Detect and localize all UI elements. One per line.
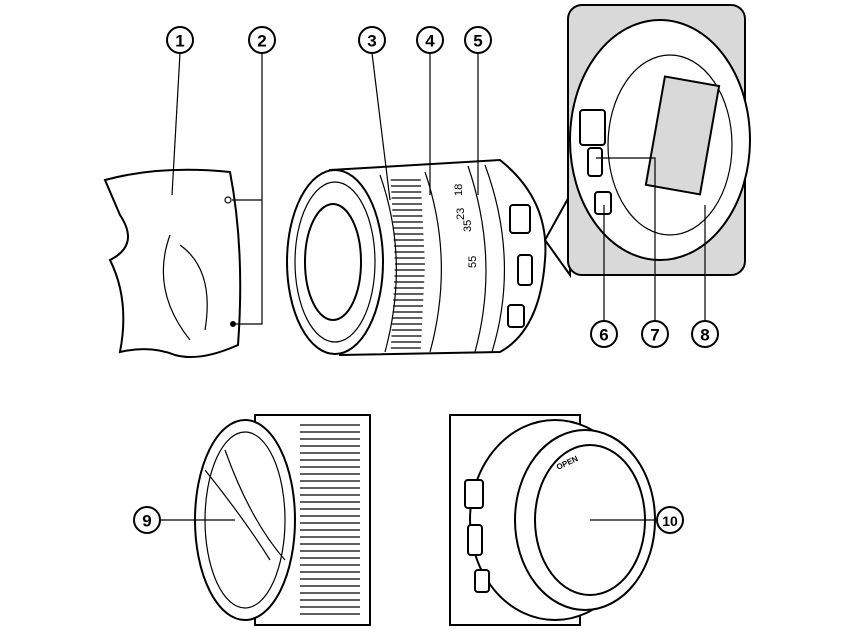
- aperture-switch[interactable]: [509, 204, 531, 234]
- lens-body: 18 23 35 55: [286, 158, 547, 357]
- front-lens-cap-view: [194, 414, 371, 626]
- ois-switch[interactable]: [517, 254, 533, 286]
- callout-7: 7: [641, 320, 669, 348]
- callout-number: 2: [257, 32, 266, 51]
- callout-number: 5: [473, 32, 482, 51]
- callout-10: 10: [656, 506, 684, 534]
- callout-1: 1: [166, 26, 194, 54]
- callout-number: 6: [599, 326, 608, 345]
- zoom-ring[interactable]: [390, 179, 425, 349]
- callout-number: 8: [700, 326, 709, 345]
- focal-mark-18: 18: [453, 184, 465, 196]
- hood-index-filled-dot: [230, 321, 236, 327]
- callout-number: 9: [142, 512, 151, 531]
- leader-lines: [160, 52, 706, 521]
- callout-number: 10: [662, 513, 678, 529]
- aperture-contacts: [587, 147, 603, 177]
- focal-mark-55: 55: [467, 256, 479, 268]
- callout-number: 4: [425, 32, 435, 51]
- callout-5: 5: [464, 26, 492, 54]
- mount-inset: [543, 4, 751, 279]
- hood-index-open-dot: [224, 196, 232, 204]
- callout-number: 7: [650, 326, 659, 345]
- callout-8: 8: [691, 320, 719, 348]
- focal-mark-23: 23: [455, 208, 467, 220]
- lens-hood: [103, 168, 242, 358]
- callout-4: 4: [416, 26, 444, 54]
- callout-2: 2: [248, 26, 276, 54]
- callout-3: 3: [358, 26, 386, 54]
- lens-release-slot: [594, 191, 612, 215]
- focal-mark-35: 35: [462, 220, 474, 232]
- callout-6: 6: [590, 320, 618, 348]
- callout-number: 3: [367, 32, 376, 51]
- callout-9: 9: [133, 506, 161, 534]
- callout-number: 1: [175, 32, 184, 51]
